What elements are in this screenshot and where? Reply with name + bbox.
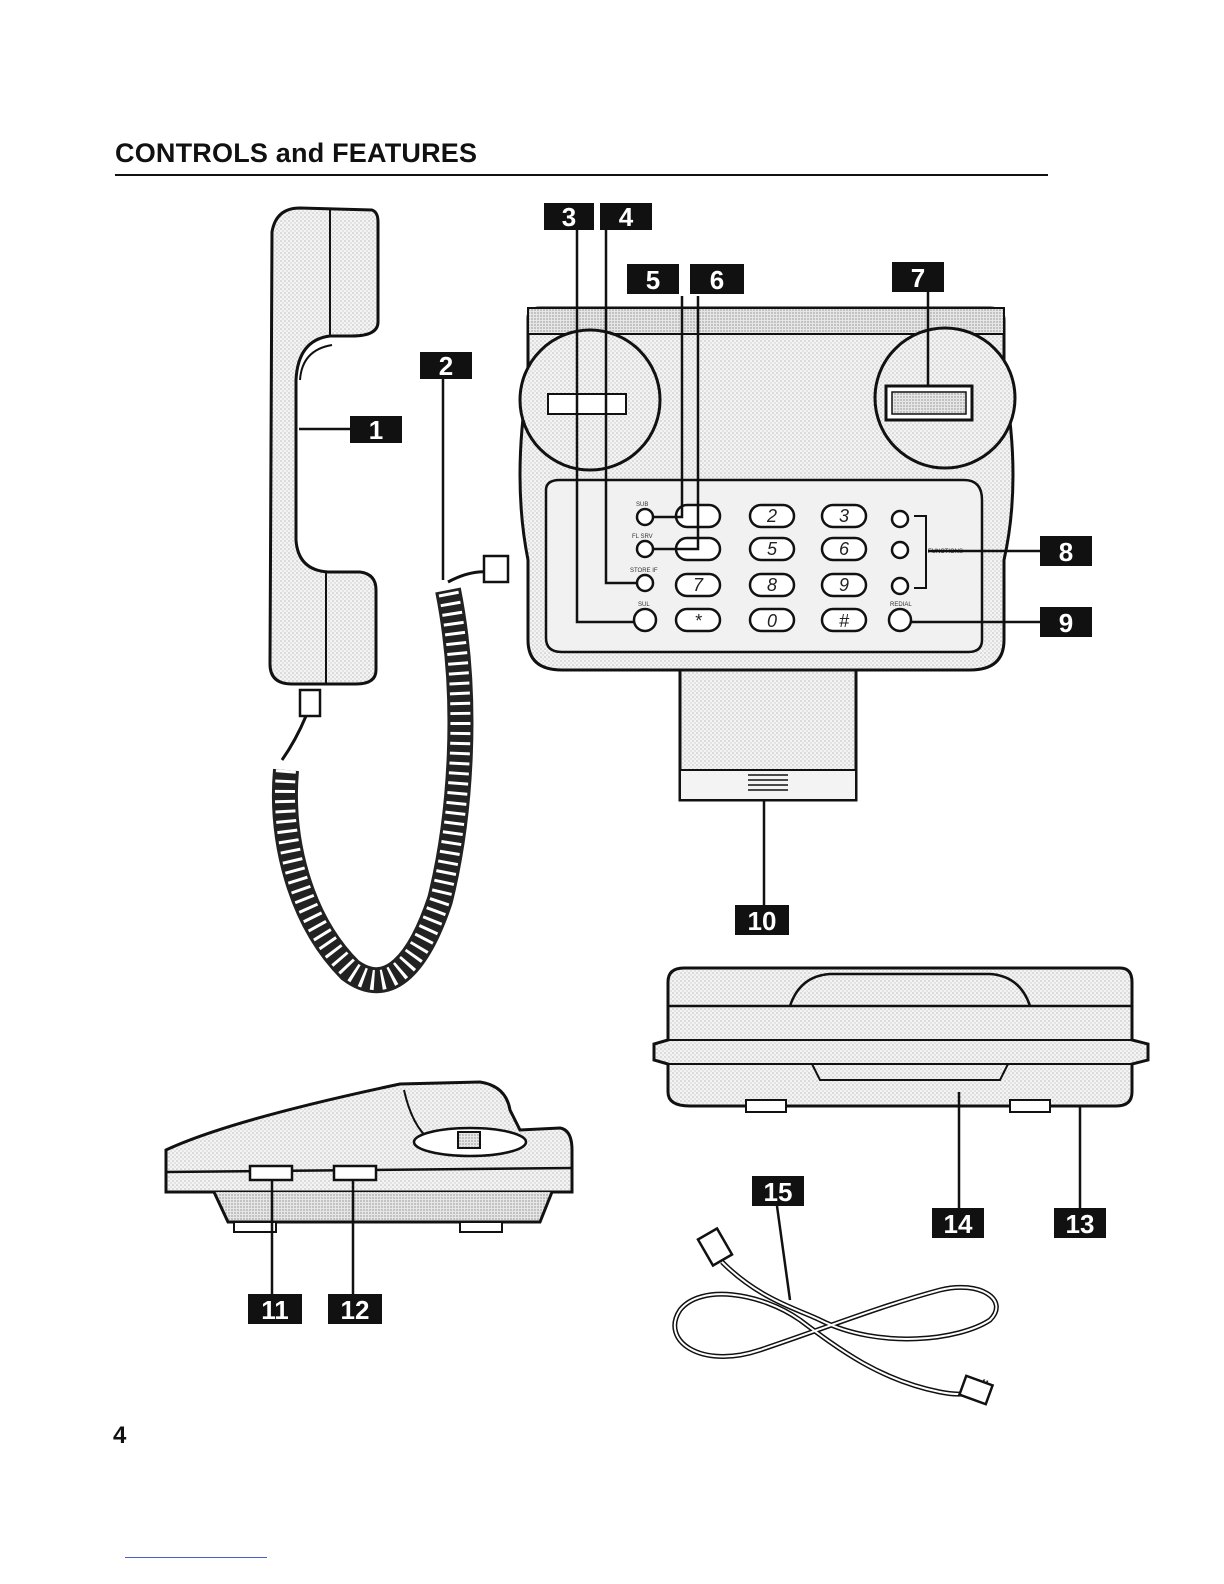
svg-text:3: 3 <box>839 506 849 526</box>
callout-15: 15 <box>752 1176 804 1207</box>
svg-text:14: 14 <box>944 1209 973 1239</box>
svg-text:8: 8 <box>767 575 777 595</box>
svg-text:12: 12 <box>341 1295 370 1325</box>
handset <box>270 208 378 684</box>
svg-text:4: 4 <box>619 202 634 232</box>
callout-1: 1 <box>350 415 402 445</box>
svg-text:11: 11 <box>261 1295 289 1325</box>
svg-text:13: 13 <box>1066 1209 1095 1239</box>
phone-base-side-view <box>166 1082 572 1232</box>
callout-2: 2 <box>420 351 472 381</box>
callout-13: 13 <box>1054 1208 1106 1239</box>
svg-text:*: * <box>694 611 702 631</box>
svg-text:0: 0 <box>767 611 777 631</box>
svg-text:5: 5 <box>767 539 778 559</box>
svg-text:10: 10 <box>748 906 777 936</box>
svg-text:REDIAL: REDIAL <box>890 602 912 608</box>
svg-text:5: 5 <box>646 265 660 295</box>
svg-text:2: 2 <box>766 506 777 526</box>
svg-text:8: 8 <box>1059 537 1073 567</box>
callout-6: 6 <box>690 264 744 295</box>
svg-text:STORE IF: STORE IF <box>630 568 658 574</box>
key-9: 9 <box>822 574 866 596</box>
svg-text:3: 3 <box>562 202 576 232</box>
svg-text:6: 6 <box>710 265 724 295</box>
svg-text:1: 1 <box>369 415 383 445</box>
svg-text:7: 7 <box>693 575 704 595</box>
svg-text:SUB: SUB <box>636 502 648 508</box>
key-7: 7 <box>676 574 720 596</box>
svg-text:2: 2 <box>439 351 453 381</box>
key-star: * <box>676 609 720 631</box>
key-6: 6 <box>822 538 866 560</box>
callout-10: 10 <box>735 905 789 936</box>
svg-text:6: 6 <box>839 539 850 559</box>
page-number: 4 <box>113 1422 126 1450</box>
svg-text:SUL: SUL <box>638 602 650 608</box>
bottom-rule <box>125 1557 267 1558</box>
callout-8: 8 <box>1040 536 1092 567</box>
callout-11: 11 <box>248 1294 302 1325</box>
callout-7: 7 <box>892 262 944 293</box>
svg-text:9: 9 <box>839 575 849 595</box>
callout-9: 9 <box>1040 607 1092 638</box>
callout-14: 14 <box>932 1208 984 1239</box>
key-8: 8 <box>750 574 794 596</box>
callout-3: 3 <box>544 202 594 232</box>
svg-text:7: 7 <box>911 263 925 293</box>
key-3: 3 <box>822 505 866 527</box>
key-5: 5 <box>750 538 794 560</box>
svg-text:FL SRV: FL SRV <box>632 534 653 540</box>
svg-text:#: # <box>839 611 850 631</box>
svg-text:15: 15 <box>764 1177 793 1207</box>
callout-4: 4 <box>600 202 652 232</box>
svg-text:9: 9 <box>1059 608 1073 638</box>
callout-12: 12 <box>328 1294 382 1325</box>
key-2: 2 <box>750 505 794 527</box>
callout-5: 5 <box>627 264 679 295</box>
key-0: 0 <box>750 609 794 631</box>
phone-base-front-view <box>654 968 1148 1112</box>
telephone-line-cord <box>675 1229 997 1405</box>
key-hash: # <box>822 609 866 631</box>
